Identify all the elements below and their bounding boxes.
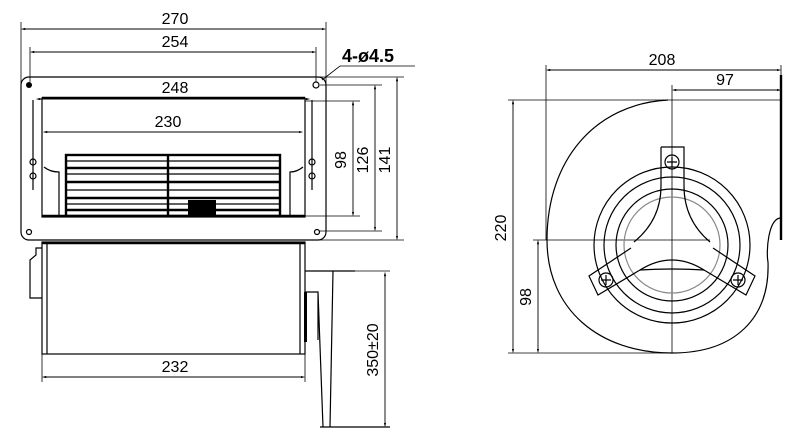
dim-hole-spacing: 254 bbox=[162, 34, 189, 51]
mounting-flange bbox=[20, 76, 327, 241]
scroll-housing bbox=[546, 99, 782, 354]
side-view: 208 97 220 98 bbox=[493, 52, 783, 354]
dim-cable-length: 350±20 bbox=[365, 323, 382, 376]
dim-side-overall-height: 220 bbox=[493, 215, 510, 242]
screw-icon bbox=[664, 154, 680, 170]
mounting-hole bbox=[312, 81, 320, 89]
screw-icon bbox=[730, 272, 746, 288]
mounting-hole bbox=[313, 228, 321, 236]
cable bbox=[304, 270, 390, 428]
front-view: 270 254 4-ø4.5 248 230 98 126 141 232 35… bbox=[20, 11, 415, 428]
dim-opening-height: 98 bbox=[333, 151, 350, 169]
impeller-blades bbox=[64, 153, 282, 218]
dim-opening-width: 230 bbox=[155, 114, 182, 131]
side-slots bbox=[29, 100, 316, 190]
motor-bracket bbox=[588, 146, 756, 296]
capacitor bbox=[29, 247, 42, 299]
holes-note: 4-ø4.5 bbox=[342, 46, 394, 66]
dim-center-to-back: 97 bbox=[716, 72, 734, 89]
screw-icon bbox=[598, 272, 614, 288]
mounting-hole bbox=[25, 228, 33, 236]
mounting-hole bbox=[26, 82, 32, 88]
dim-overall-width: 270 bbox=[162, 11, 189, 28]
dim-hole-spacing-vertical: 126 bbox=[355, 147, 372, 174]
dim-overall-depth: 208 bbox=[649, 52, 676, 69]
dim-overall-height: 141 bbox=[377, 147, 394, 174]
dim-housing-width: 248 bbox=[162, 80, 189, 97]
dim-center-height: 98 bbox=[518, 288, 535, 306]
inlet-rings bbox=[593, 166, 751, 324]
motor-body bbox=[41, 241, 306, 355]
dim-motor-width: 232 bbox=[162, 359, 189, 376]
